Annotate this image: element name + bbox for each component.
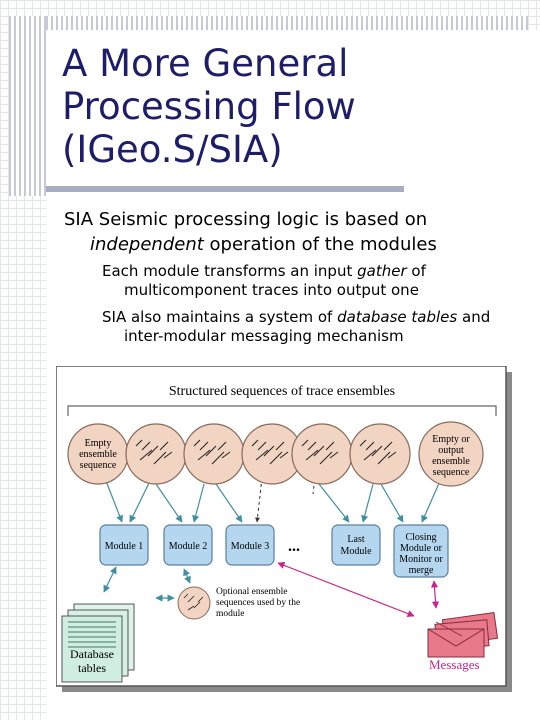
message-arrows	[277, 561, 440, 618]
svg-text:Module 3: Module 3	[231, 541, 270, 552]
ensemble-first: Empty ensemble sequence	[67, 423, 129, 485]
svg-text:Optional ensemble: Optional ensemble	[216, 587, 288, 597]
bullet-2-lead: Each module transforms an input	[102, 262, 353, 280]
database-tables: Database tables	[61, 603, 135, 683]
bullet-3-emphasis: database tables	[337, 308, 458, 326]
svg-text:Module 1: Module 1	[105, 541, 144, 552]
bullet-1-tail: operation of the modules	[209, 234, 437, 255]
optional-label: Optional ensemble sequences used by the …	[216, 587, 300, 619]
svg-text:Module: Module	[340, 546, 372, 557]
bullet-1: SIA Seismic processing logic is based on…	[64, 207, 524, 257]
bullet-1-lead: SIA Seismic processing logic is based on	[64, 209, 428, 230]
slide-title: A More General Processing Flow (IGeo.S/S…	[62, 42, 356, 171]
bullet-2: Each module transforms an input gather o…	[102, 262, 522, 300]
bullet-3-line2: inter-modular messaging mechanism	[124, 327, 404, 345]
messages-stack	[427, 611, 499, 658]
bullet-3-tail: and	[462, 308, 491, 326]
last-module: Last Module	[331, 524, 381, 566]
svg-text:tables: tables	[78, 661, 106, 675]
ensemble-trace-3	[183, 423, 245, 485]
ensemble-trace-2	[125, 423, 187, 485]
bullet-2-tail: of	[411, 262, 426, 280]
bullet-1-emphasis: independent	[90, 234, 204, 255]
header-bracket	[67, 405, 497, 416]
bullet-2-line2: multicomponent traces into output one	[124, 281, 419, 299]
svg-text:ensemble: ensemble	[432, 456, 470, 467]
optional-ensemble	[177, 586, 211, 620]
svg-text:Monitor or: Monitor or	[399, 554, 443, 565]
svg-text:module: module	[216, 609, 245, 619]
bullet-2-emphasis: gather	[357, 262, 407, 280]
title-underline	[46, 186, 404, 192]
bullet-3: SIA also maintains a system of database …	[102, 308, 532, 346]
svg-text:Empty or: Empty or	[432, 434, 470, 445]
module-2: Module 2	[163, 524, 213, 566]
ensemble-module-arrows	[105, 480, 441, 523]
ensemble-trace-5	[291, 423, 353, 485]
svg-text:Module 2: Module 2	[169, 541, 208, 552]
svg-text:Database: Database	[70, 647, 114, 661]
closing-module: Closing Module or Monitor or merge	[393, 524, 449, 578]
svg-text:Closing: Closing	[405, 532, 436, 543]
database-arrows	[103, 566, 191, 602]
svg-text:merge: merge	[409, 565, 434, 576]
processing-flow-diagram: Structured sequences of trace ensembles …	[56, 366, 512, 692]
module-3: Module 3	[225, 524, 275, 566]
svg-text:sequence: sequence	[80, 460, 117, 471]
module-ellipsis: ...	[288, 538, 300, 555]
decorative-top-bar	[46, 16, 528, 30]
messages-label: Messages	[429, 657, 480, 672]
ensemble-last: Empty or output ensemble sequence	[418, 421, 484, 487]
svg-text:Last: Last	[347, 534, 364, 545]
diagram-header: Structured sequences of trace ensembles	[169, 384, 395, 399]
svg-text:output: output	[438, 445, 464, 456]
svg-text:Module or: Module or	[400, 543, 443, 554]
svg-text:Empty: Empty	[85, 438, 112, 449]
bullet-3-lead: SIA also maintains a system of	[102, 308, 333, 326]
svg-text:sequence: sequence	[433, 467, 470, 478]
ensemble-trace-6	[349, 423, 411, 485]
decorative-left-bar	[9, 16, 46, 196]
svg-text:ensemble: ensemble	[79, 449, 117, 460]
module-1: Module 1	[99, 524, 149, 566]
svg-text:sequences used by the: sequences used by the	[216, 598, 300, 608]
